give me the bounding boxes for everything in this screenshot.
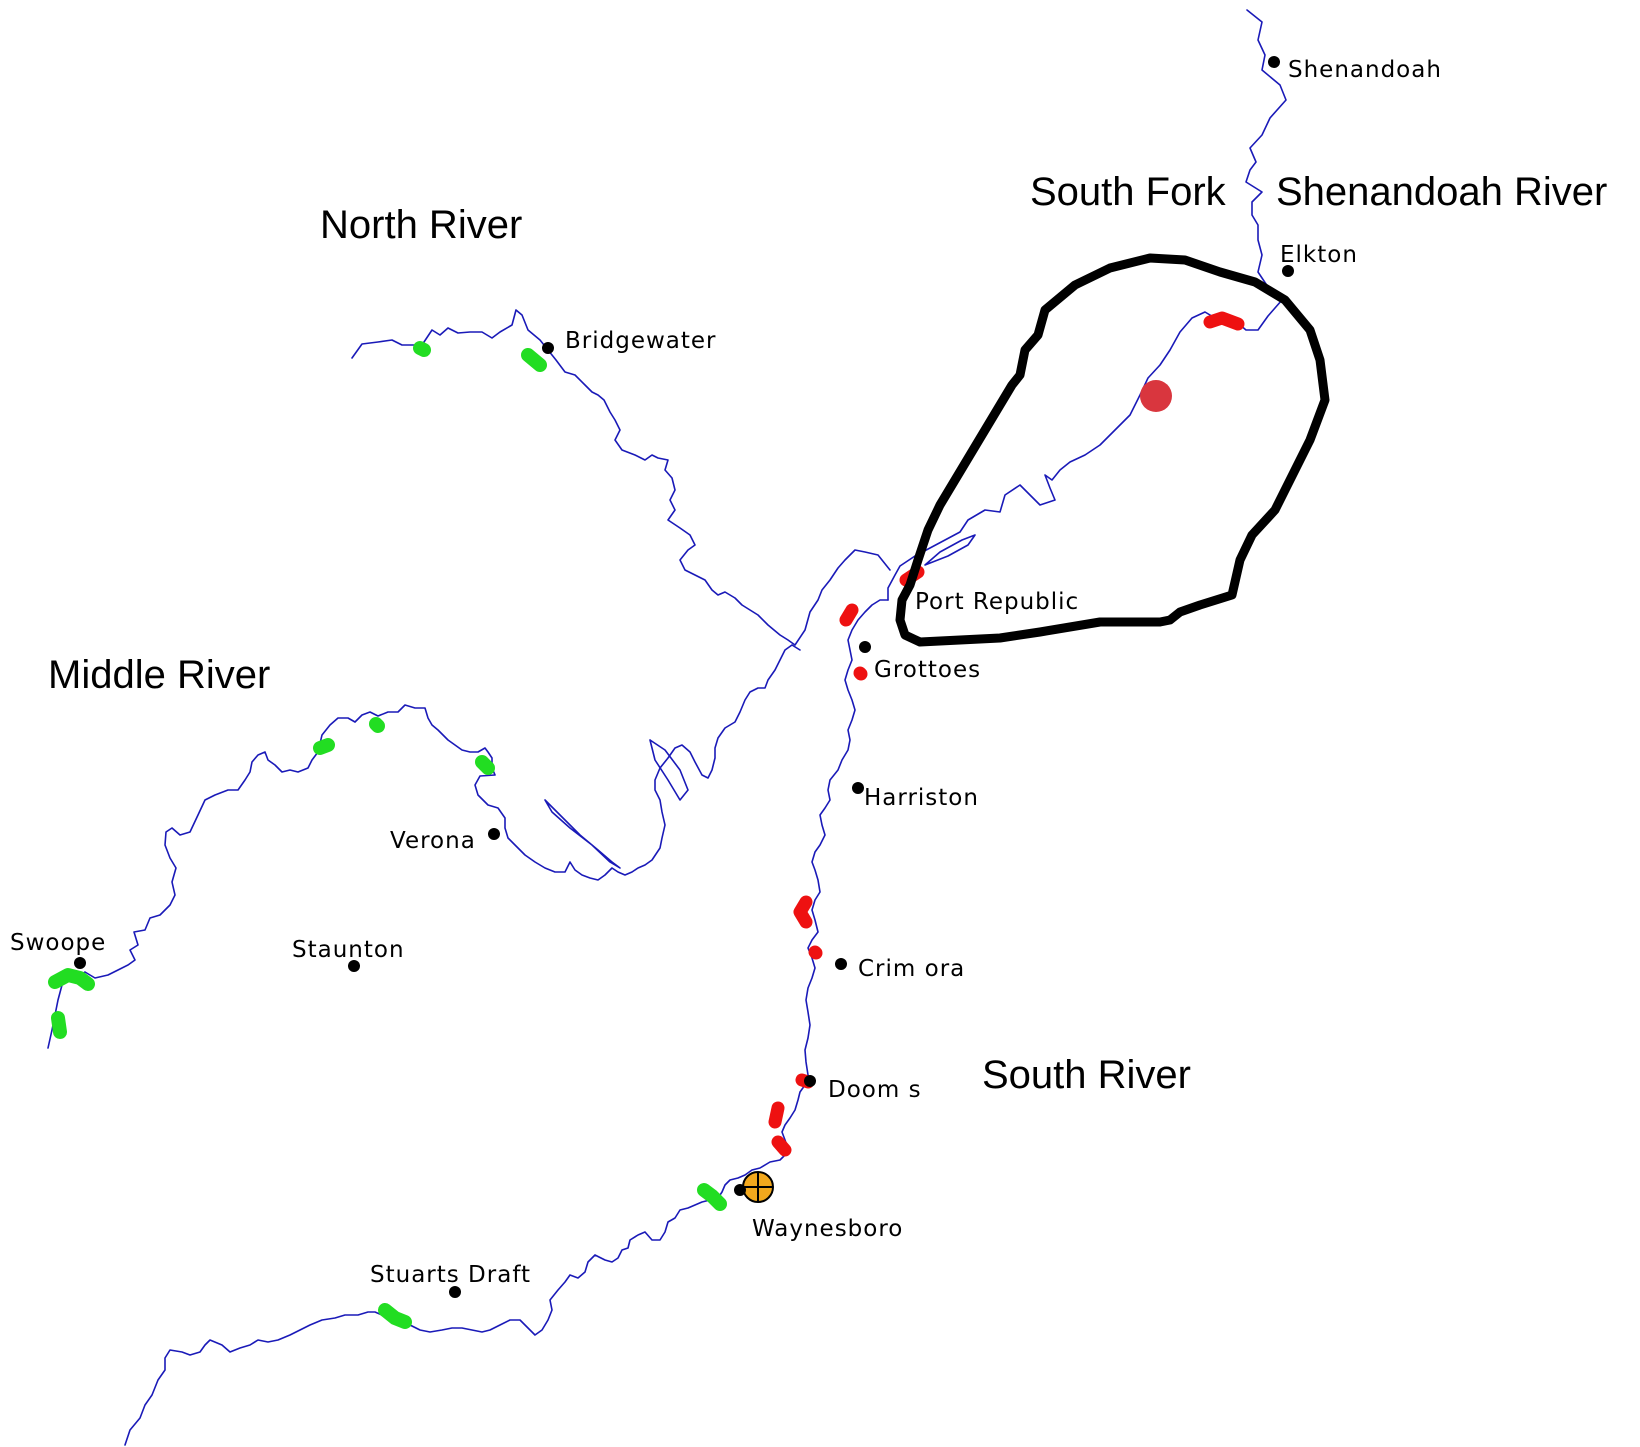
town-label-elkton: Elkton [1280,242,1358,268]
green-segment-stuarts-draft [378,1303,412,1329]
green-segment-waynesboro [697,1183,727,1211]
region-label-shenandoah-river: Shenandoah River [1276,170,1607,214]
town-dot-harriston [852,782,864,794]
town-dot-verona [488,828,500,840]
town-dot-staunton [348,960,360,972]
town-label-harriston: Harriston [864,785,979,811]
town-dot-grottoes [859,641,871,653]
town-label-shenandoah: Shenandoah [1288,57,1442,83]
town-dot-shenandoah [1268,56,1280,68]
green-segment-bridgewater [521,348,547,372]
impaired-segment-above-waynesboro [771,1135,792,1157]
region-label-north-river: North River [320,203,522,247]
south-river-line [124,599,889,1446]
town-label-waynesboro: Waynesboro [752,1216,903,1242]
impaired-segment-above-grottoes [839,603,859,627]
study-area-outline [895,253,1330,647]
north-river-line [351,309,891,646]
south-fork-side-channel [924,534,976,566]
town-dot-crimora [835,958,847,970]
impaired-segment-below-dooms [768,1101,785,1129]
region-label-south-river: South River [982,1053,1191,1097]
region-label-middle-river: Middle River [48,653,270,697]
impaired-segment-south-fork [1203,311,1245,331]
impaired-segment-crimora [808,945,823,960]
town-label-staunton: Staunton [292,937,405,963]
town-label-stuarts-draft: Stuarts Draft [370,1262,531,1288]
town-dot-bridgewater [542,342,554,354]
town-dot-elkton [1282,265,1294,277]
town-dot-swoope [74,957,86,969]
green-segment-middle-river-2 [369,717,385,733]
impaired-segment-above-crimora [793,895,813,929]
green-segment-middle-river-1 [313,738,335,755]
town-label-swoope: Swoope [10,930,106,956]
impaired-segment-grottoes [853,666,868,681]
region-label-south-fork: South Fork [1030,170,1227,214]
green-segment-swoope [48,968,95,991]
green-segment-north-river-1 [413,341,431,357]
town-label-crimora: Crim ora [858,956,965,982]
middle-river-oxbow-2 [649,739,689,801]
town-dot-waynesboro [734,1184,746,1196]
middle-river-oxbow [544,799,621,869]
green-segment-below-swoope [51,1011,67,1039]
town-dot-dooms [804,1075,816,1087]
waynesboro-facility-icon [742,1171,774,1203]
town-label-grottoes: Grottoes [874,657,981,683]
town-label-port-republic: Port Republic [915,589,1079,615]
town-label-verona: Verona [390,828,476,854]
sample-location-marker [1140,380,1172,412]
town-label-dooms: Doom s [828,1077,922,1103]
green-segment-middle-river-3 [475,755,495,775]
middle-river-line [47,644,801,1049]
south-fork-shenandoah-river-line [887,9,1287,601]
town-dot-stuarts-draft [449,1286,461,1298]
town-label-bridgewater: Bridgewater [565,328,717,354]
